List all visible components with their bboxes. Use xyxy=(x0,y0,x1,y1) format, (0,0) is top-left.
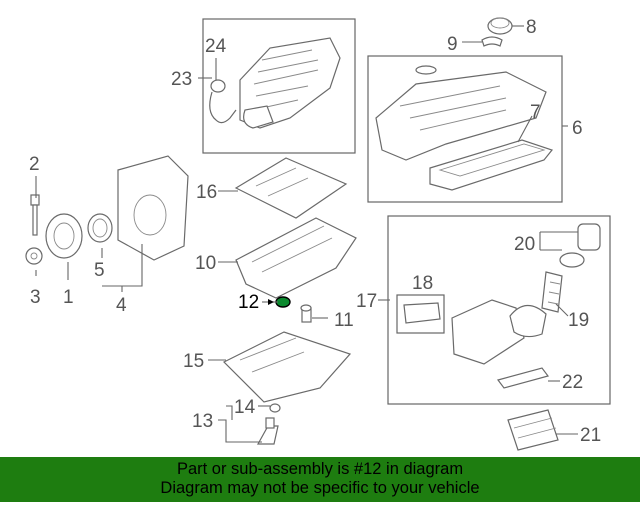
oil-filter-part xyxy=(541,271,563,313)
callout-14: 14 xyxy=(234,397,256,418)
valve-cover-part xyxy=(375,65,547,161)
callout-6: 6 xyxy=(572,118,583,139)
callout-16: 16 xyxy=(196,182,217,203)
callout-12-arrow xyxy=(268,299,274,305)
timing-cover-part xyxy=(117,155,189,261)
callout-3: 3 xyxy=(30,287,41,308)
pulley-part xyxy=(45,213,83,259)
callout-15: 15 xyxy=(183,351,204,372)
callout-9: 9 xyxy=(447,34,458,55)
callout-11: 11 xyxy=(334,310,354,331)
seal-ring-part xyxy=(87,213,113,243)
callout-1: 1 xyxy=(63,287,74,308)
gasket-box xyxy=(396,294,445,334)
callout-2: 2 xyxy=(29,154,40,175)
drain-plug-part xyxy=(275,296,291,308)
oil-cap-part xyxy=(487,17,513,35)
callout-4: 4 xyxy=(116,295,127,316)
cooler-gasket-part xyxy=(496,367,550,389)
oil-filter-housing-box xyxy=(387,215,611,405)
lower-oil-pan-part xyxy=(222,331,352,403)
callout-7: 7 xyxy=(530,102,541,123)
callout-24: 24 xyxy=(205,36,227,57)
callout-18: 18 xyxy=(412,273,433,294)
info-banner: Part or sub-assembly is #12 in diagram D… xyxy=(0,457,640,502)
banner-line-2: Diagram may not be specific to your vehi… xyxy=(160,479,480,497)
oil-level-sensor-part xyxy=(256,417,279,445)
intake-manifold-box xyxy=(202,18,356,154)
callout-17: 17 xyxy=(356,291,377,312)
oil-filter-housing-part xyxy=(451,299,547,365)
leader-lines xyxy=(35,25,578,443)
callout-13: 13 xyxy=(192,411,213,432)
oil-pan-upper-part xyxy=(235,217,357,299)
callout-12: 12 xyxy=(238,292,259,313)
intake-manifold-part xyxy=(239,37,341,129)
callout-10: 10 xyxy=(195,253,216,274)
housing-gasket-part xyxy=(403,302,441,324)
callout-5: 5 xyxy=(94,260,105,281)
parts-diagram: 24 23 8 9 6 7 2 16 20 10 5 18 3 1 4 17 1… xyxy=(25,17,611,451)
tube-part xyxy=(209,79,237,124)
callout-21: 21 xyxy=(580,425,601,446)
valve-cover-box xyxy=(367,55,563,203)
callout-19: 19 xyxy=(568,310,589,331)
callout-23: 23 xyxy=(171,69,192,90)
washer-part xyxy=(25,247,43,265)
bolt-part xyxy=(30,194,40,236)
oil-cooler-part xyxy=(507,409,559,451)
filter-cap-part xyxy=(559,223,601,268)
callout-8: 8 xyxy=(526,17,537,38)
valve-cover-gasket-part xyxy=(429,139,554,191)
cap-seal-part xyxy=(481,36,503,47)
banner-line-1: Part or sub-assembly is #12 in diagram xyxy=(176,460,464,478)
sensor-washer-part xyxy=(269,403,281,413)
baffle-part xyxy=(234,157,348,219)
callout-20: 20 xyxy=(514,234,535,255)
callout-22: 22 xyxy=(562,372,583,393)
small-bolt-part xyxy=(300,304,312,323)
